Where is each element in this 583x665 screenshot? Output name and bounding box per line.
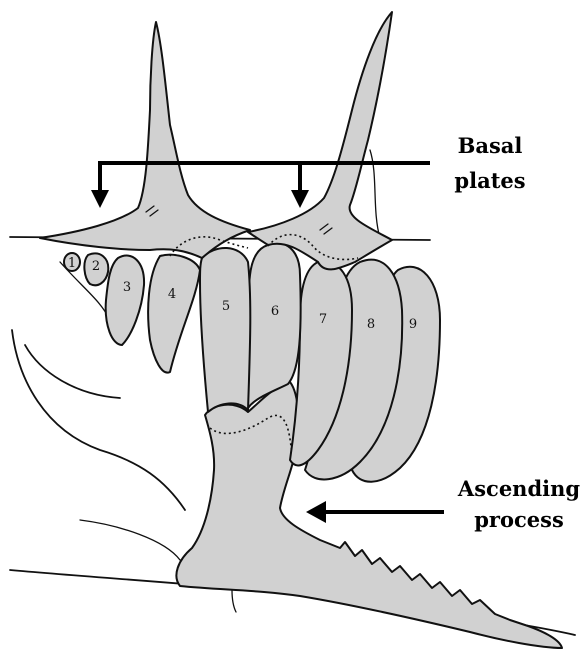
element-2-label: 2 [92, 259, 100, 274]
inner-curve-outline [25, 345, 120, 398]
basal-plates-label-line2: plates [454, 168, 525, 193]
basal-arrow-head-left [91, 190, 109, 208]
element-5-label: 5 [222, 299, 230, 314]
element-4 [148, 255, 200, 373]
basal-plate-right [248, 12, 392, 269]
ascending-process-label-line1: Ascending [457, 476, 580, 501]
basal-plate-left [40, 22, 250, 258]
ascending-suture-line [232, 590, 236, 612]
element-4-label: 4 [168, 287, 176, 302]
element-1-label: 1 [68, 256, 76, 271]
ascending-process-arrow [306, 501, 444, 523]
lower-curve-outline [80, 520, 180, 560]
element-8-label: 8 [367, 317, 375, 332]
element-7-label: 7 [319, 312, 327, 327]
element-6 [246, 243, 300, 408]
element-3-label: 3 [123, 280, 131, 295]
element-5 [200, 248, 250, 412]
basal-arrow-head-right [291, 190, 309, 208]
element-9-label: 9 [409, 317, 417, 332]
ascending-process-label-line2: process [474, 507, 564, 532]
ascending-arrow-head [306, 501, 326, 523]
basal-plates-label-line1: Basal [458, 133, 523, 158]
element-3 [106, 256, 144, 345]
element-6-label: 6 [271, 304, 279, 319]
